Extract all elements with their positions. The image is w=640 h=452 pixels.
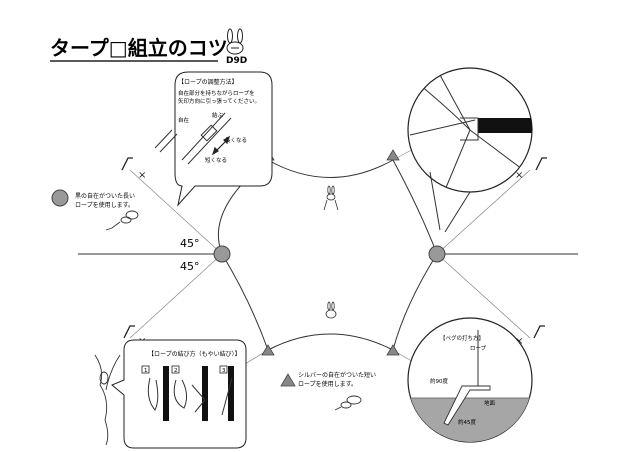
rope-adjuster-illustration	[154, 112, 232, 165]
knot-rope-illustration	[94, 354, 121, 446]
rope-adjust-desc-1: 自在部分を持ちながらロープを	[178, 89, 255, 97]
peg-90-label: 約90度	[430, 377, 448, 385]
peg-45-label: 約45度	[458, 418, 476, 426]
peg-icon	[121, 157, 133, 171]
corner-triangles	[261, 149, 400, 356]
x-mark-icon: ×	[138, 170, 146, 181]
triangle-marker-br	[386, 344, 400, 356]
knot-bubble: 【ロープの結び方（もやい結び）】 1 2 3	[111, 339, 247, 449]
knot-step-3: 3	[222, 368, 226, 374]
black-rope-coil-icon	[105, 210, 139, 231]
top-right-magnified-view	[407, 67, 533, 233]
silver-rope-note-2: ロープを使用します。	[298, 380, 357, 388]
peg-icon	[533, 325, 545, 339]
pegs	[121, 157, 547, 339]
jizai-label: 自在	[178, 116, 190, 124]
silver-rope-marker	[280, 373, 296, 387]
knot-step-1: 1	[144, 368, 148, 374]
angle-label-lower: 45°	[180, 260, 200, 273]
black-rope-note-2: ロープを使用します。	[75, 201, 134, 209]
ground-label: 地面	[484, 399, 496, 407]
x-mark-icon: ×	[515, 170, 523, 181]
knot-step-2: 2	[174, 368, 178, 374]
musubu-label: 結ぶ	[212, 111, 224, 119]
shorter-label: 短くなる	[205, 156, 227, 164]
triangle-marker-bl	[261, 344, 275, 356]
adjust-arrow-icon	[211, 135, 231, 156]
brand-logo-text: D9D	[226, 56, 247, 66]
knot-heading: 【ロープの結び方（もやい結び）】	[148, 350, 241, 358]
rope-adjust-bubble: 【ロープの調整方法】 自在部分を持ちながらロープを 矢印方向に引っ張ってください…	[154, 71, 273, 207]
right-pole-top	[428, 245, 446, 263]
tarp-outline	[217, 159, 438, 351]
left-pole-top	[213, 245, 231, 263]
center-rabbit-icon-lower	[325, 301, 337, 319]
silver-rope-coil-icon	[334, 395, 362, 411]
knot-illustration	[147, 377, 233, 416]
step-box	[171, 365, 180, 374]
center-rabbit-icon	[323, 185, 339, 211]
step-box	[141, 365, 150, 374]
peg-method-view: 【ペグの打ち方】 ロープ 約90度 地面 約45度	[407, 317, 533, 443]
peg-icon	[123, 325, 135, 339]
knot-steps: 1 2 3	[141, 365, 228, 374]
silver-rope-note-1: シルバーの自在がついた短い	[298, 371, 376, 379]
triangle-marker-tr	[386, 149, 400, 161]
rope-adjust-desc-2: 矢印方向に引っ張ってください。	[178, 97, 260, 105]
black-rope-marker	[51, 189, 69, 207]
peg-shape	[443, 385, 491, 426]
rope-adjust-heading: 【ロープの調整方法】	[178, 78, 238, 86]
knot-straps	[163, 366, 234, 421]
magnifier-pointer	[429, 171, 441, 231]
peg-heading: 【ペグの打ち方】	[440, 334, 484, 342]
black-rope-note-1: 黒の自在がついた長い	[75, 192, 135, 200]
tarp-strap	[478, 118, 532, 133]
page-title: タープ□組立のコツ	[50, 36, 228, 60]
step-box	[219, 365, 228, 374]
rabbit-logo: D9D	[226, 28, 247, 66]
angle-label-upper: 45°	[180, 237, 200, 250]
peg-rope-label: ロープ	[470, 345, 487, 352]
longer-label: 長くなる	[225, 137, 247, 144]
peg-icon	[535, 157, 547, 171]
